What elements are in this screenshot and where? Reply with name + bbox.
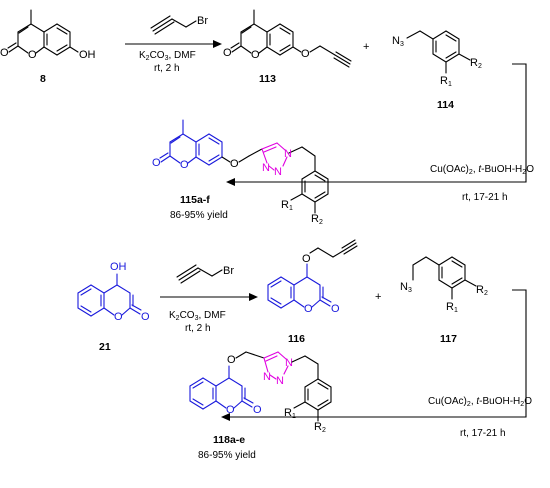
r2-substituent: R2	[476, 284, 488, 297]
compound-117-label: 117	[440, 333, 457, 345]
triazole-n3: N	[263, 371, 271, 383]
ring-oxygen: O	[226, 404, 235, 416]
r2-substituent: R2	[314, 421, 326, 434]
compound-114-label: 114	[437, 99, 454, 111]
ether-oxygen: O	[230, 158, 239, 170]
arrowhead-2-bottom	[221, 413, 230, 421]
triazole-n2: N	[276, 375, 284, 387]
compound-118: O N N N R1	[189, 351, 332, 461]
compound-21-label: 21	[99, 341, 111, 353]
ether-oxygen: O	[301, 48, 310, 60]
ring-oxygen: O	[251, 49, 260, 61]
plus-sign-bottom: +	[375, 291, 381, 303]
triazole-n1: N	[284, 148, 292, 160]
compound-21: OH O O 21	[77, 261, 150, 353]
carbonyl-oxygen: O	[253, 404, 262, 416]
compound-113-label: 113	[259, 73, 276, 85]
azide-group: N3	[400, 281, 412, 294]
carbonyl-oxygen: O	[331, 303, 340, 315]
r1-substituent: R1	[284, 407, 296, 420]
bromine: Br	[197, 15, 208, 27]
propargyl-bromide-bottom: Br	[176, 264, 234, 284]
compound-116-label: 116	[288, 333, 305, 345]
ring-oxygen: O	[304, 303, 313, 315]
product-yield-top: 86-95% yield	[170, 210, 228, 221]
compound-115-label: 115a-f	[180, 194, 210, 206]
compound-117: N3 R2 R1 117	[400, 256, 488, 345]
r2-substituent: R2	[311, 213, 323, 226]
compound-115: O O O N N N R1 R2 115a-f 86-95% yield	[152, 119, 329, 226]
arrowhead-1-top	[213, 40, 222, 48]
conditions-1a-top: K2CO3, DMF	[139, 50, 196, 62]
arrowhead-1-bottom	[249, 293, 258, 301]
bromine: Br	[223, 265, 234, 277]
reaction-arrow-2-bottom	[225, 289, 527, 418]
carbonyl-oxygen: O	[0, 47, 9, 59]
triazole-n1: N	[285, 357, 293, 369]
compound-114: N3 R2 R1 114	[392, 30, 482, 111]
ether-oxygen: O	[227, 354, 236, 366]
hydroxyl-group: OH	[110, 261, 127, 273]
carbonyl-oxygen: O	[152, 157, 161, 169]
compound-116: O O O 116	[267, 239, 358, 345]
conditions-1b-bottom: rt, 2 h	[185, 323, 211, 334]
conditions-2b-top: rt, 17-21 h	[462, 192, 508, 203]
ring-oxygen: O	[114, 311, 123, 323]
carbonyl-oxygen: O	[141, 311, 150, 323]
azide-group: N3	[392, 35, 404, 48]
compound-118-label: 118a-e	[213, 434, 245, 446]
propargyl-bromide-top: Br	[150, 15, 208, 35]
plus-sign-top: +	[363, 41, 369, 53]
r1-substituent: R1	[281, 199, 293, 212]
conditions-1b-top: rt, 2 h	[154, 63, 180, 74]
r1-substituent: R1	[440, 75, 452, 88]
conditions-1a-bottom: K2CO3, DMF	[169, 310, 226, 322]
conditions-2a-top: Cu(OAc)2, t-BuOH-H2O	[430, 164, 534, 176]
r2-substituent: R2	[470, 57, 482, 70]
ring-oxygen: O	[180, 159, 189, 171]
ring-oxygen: O	[28, 49, 37, 61]
compound-8: O O OH 8	[0, 9, 96, 85]
top-scheme: O O OH 8 Br K2CO3, DMF rt, 2 h	[0, 9, 534, 226]
r1-substituent: R1	[446, 301, 458, 314]
ether-oxygen: O	[302, 253, 311, 265]
carbonyl-oxygen: O	[223, 47, 232, 59]
compound-113: O O O 113	[223, 9, 352, 85]
triazole-n2: N	[274, 166, 282, 178]
reaction-arrow-2-top	[230, 63, 527, 183]
triazole-n3: N	[262, 162, 270, 174]
product-yield-bottom: 86-95% yield	[198, 450, 256, 461]
conditions-2b-bottom: rt, 17-21 h	[460, 428, 506, 439]
conditions-2a-bottom: Cu(OAc)2, t-BuOH-H2O	[428, 396, 532, 408]
compound-8-label: 8	[40, 73, 46, 85]
hydroxyl-group: OH	[79, 49, 96, 61]
arrowhead-2-top	[226, 178, 235, 186]
bottom-scheme: OH O O 21	[77, 239, 532, 461]
